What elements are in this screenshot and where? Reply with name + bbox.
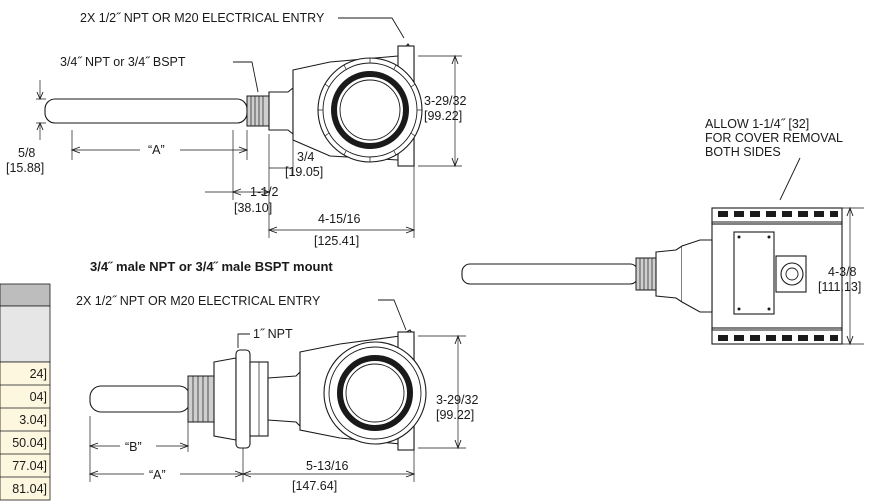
probe-tube-side [461,263,639,285]
cover-top [711,207,843,225]
cover-ring-bottom [337,355,413,431]
dim-length-bottom: 5-13/16 [306,459,348,473]
entry-callout-top: 2X 1/2˝ NPT OR M20 ELECTRICAL ENTRY [80,11,325,25]
thread-fitting [246,95,270,127]
dim-length-top-mm: [125.41] [314,234,359,248]
table-row: 50.04] [12,436,47,450]
cover-note-1: ALLOW 1-1/4˝ [32] [705,117,809,131]
dim-height-bottom: 3-29/32 [436,393,478,407]
dim-hex-mm: [19.05] [285,165,323,179]
cover-note-2: FOR COVER REMOVAL [705,131,843,145]
dim-hex: 3/4 [297,150,314,164]
table-row: 04] [30,390,47,404]
dim-length-bottom-mm: [147.64] [292,479,337,493]
dimension-table: 24] 04] 3.04] 50.04] 77.04] 81.04] [0,283,51,501]
thread-callout-top: 3/4˝ NPT or 3/4˝ BSPT [60,55,186,69]
npt-callout: 1˝ NPT [253,327,293,341]
table-row: 81.04] [12,482,47,496]
dim-length-top: 4-15/16 [318,212,360,226]
dim-height-bottom-mm: [99.22] [436,408,474,422]
union-fitting [213,357,237,441]
dim-thread: 1-1/2 [250,185,279,199]
dim-a-top: “A” [148,143,165,157]
table-row: 3.04] [19,413,47,427]
conduit-entry [780,262,804,286]
hex-neck [268,86,294,136]
dim-height-side-mm: [111.13] [818,280,861,294]
neck-bottom [267,370,301,428]
mount-caption: 3/4˝ male NPT or 3/4˝ male BSPT mount [90,259,333,274]
cover-note-3: BOTH SIDES [705,145,781,159]
dim-height-side: 4-3/8 [828,265,857,279]
cover-ring [331,71,409,149]
dim-thread-mm: [38.10] [234,201,272,215]
dim-b: “B” [125,440,142,454]
entry-callout-bottom: 2X 1/2˝ NPT OR M20 ELECTRICAL ENTRY [76,294,321,308]
dim-a-bottom: “A” [149,468,166,482]
dim-probe-dia: 5/8 [18,146,35,160]
table-row: 77.04] [12,459,47,473]
top-view: 2X 1/2˝ NPT OR M20 ELECTRICAL ENTRY 3/4˝… [6,11,466,274]
dim-height-top: 3-29/32 [424,94,466,108]
probe-tube-bottom [89,385,191,413]
dim-height-top-mm: [99.22] [424,109,462,123]
table-subheader [0,305,51,363]
nameplate [733,231,775,315]
cover-bottom [711,327,843,345]
dim-probe-dia-mm: [15.88] [6,161,44,175]
side-view: ALLOW 1-1/4˝ [32] FOR COVER REMOVAL BOTH… [461,117,864,346]
bottom-view: 2X 1/2˝ NPT OR M20 ELECTRICAL ENTRY 1˝ N… [76,294,478,493]
table-header [0,283,51,307]
npt-thread [187,375,215,423]
table-row: 24] [30,367,47,381]
probe-tube [44,98,248,124]
